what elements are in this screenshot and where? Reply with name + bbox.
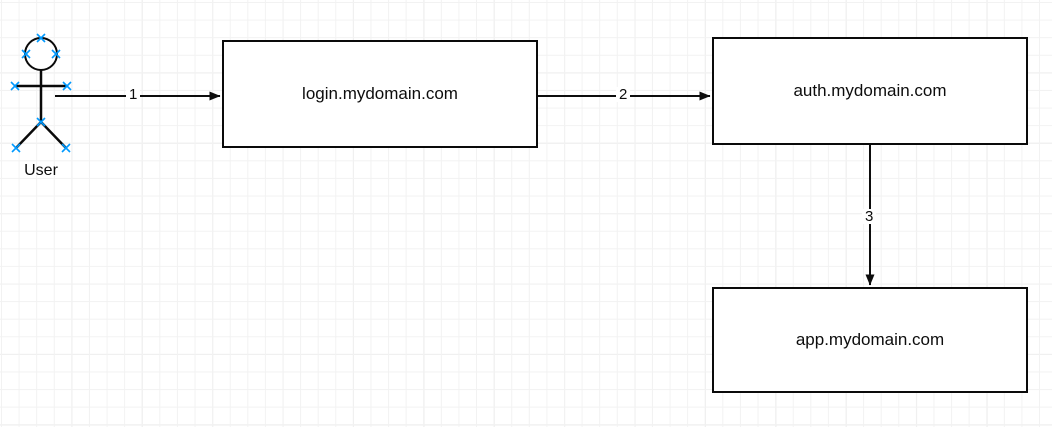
selection-handle-arm-right[interactable] — [62, 81, 72, 91]
selection-handles[interactable] — [10, 33, 72, 153]
selection-handle-head-top[interactable] — [36, 33, 46, 43]
stick-figure-actor-shape[interactable] — [15, 37, 67, 149]
actor-label-user: User — [24, 162, 58, 179]
selection-handle-hip[interactable] — [36, 117, 46, 127]
auth-node-label: auth.mydomain.com — [793, 80, 947, 100]
selection-handle-head-left[interactable] — [21, 49, 31, 59]
login-node[interactable]: login.mydomain.com — [222, 40, 538, 148]
auth-node[interactable]: auth.mydomain.com — [712, 37, 1028, 145]
edge-label-3[interactable]: 3 — [862, 209, 877, 224]
selection-handle-foot-right[interactable] — [61, 143, 71, 153]
edge-label-2[interactable]: 2 — [616, 87, 631, 102]
app-node-label: app.mydomain.com — [795, 329, 945, 349]
login-node-label: login.mydomain.com — [302, 83, 458, 103]
edge-label-1[interactable]: 1 — [126, 87, 141, 102]
selection-handle-head-right[interactable] — [51, 49, 61, 59]
app-node[interactable]: app.mydomain.com — [712, 287, 1028, 393]
selection-handle-arm-left[interactable] — [10, 81, 20, 91]
selection-handle-foot-left[interactable] — [11, 143, 21, 153]
